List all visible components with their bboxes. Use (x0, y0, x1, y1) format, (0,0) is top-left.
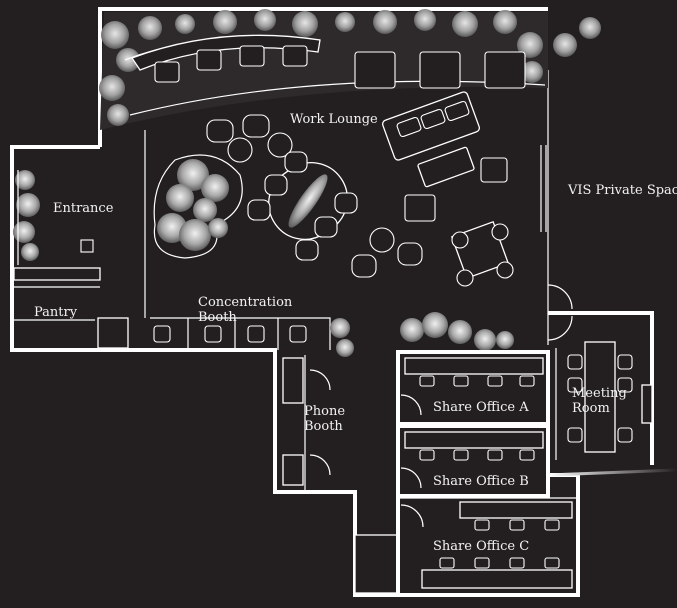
concentration-booth-label-line2: Booth (198, 310, 237, 325)
meeting-room (547, 284, 653, 460)
share-offices (396, 312, 578, 595)
phone-booth-label-line1: Phone (304, 404, 345, 419)
lounge-furniture (206, 91, 514, 287)
share-office-a-label: Share Office A (433, 400, 529, 415)
work-lounge-label: Work Lounge (290, 112, 378, 127)
share-office-b-label: Share Office B (433, 474, 529, 489)
phone-booth-label-line2: Booth (304, 419, 343, 434)
pantry-label: Pantry (34, 305, 78, 320)
concentration-booth-label-line1: Concentration (198, 295, 293, 310)
concentration-booths (150, 317, 354, 357)
vis-private-space-label: VIS Private Space (567, 183, 677, 198)
meeting-room-label-line1: Meeting (572, 386, 627, 401)
entrance-area (13, 130, 146, 349)
phone-booth-area (282, 355, 398, 594)
lounge-planters (153, 154, 243, 259)
outer-walls (10, 7, 677, 597)
top-bench-seating (131, 34, 526, 89)
entrance-label: Entrance (53, 201, 114, 216)
share-office-c-label: Share Office C (433, 539, 529, 554)
meeting-room-label-line2: Room (572, 401, 610, 416)
